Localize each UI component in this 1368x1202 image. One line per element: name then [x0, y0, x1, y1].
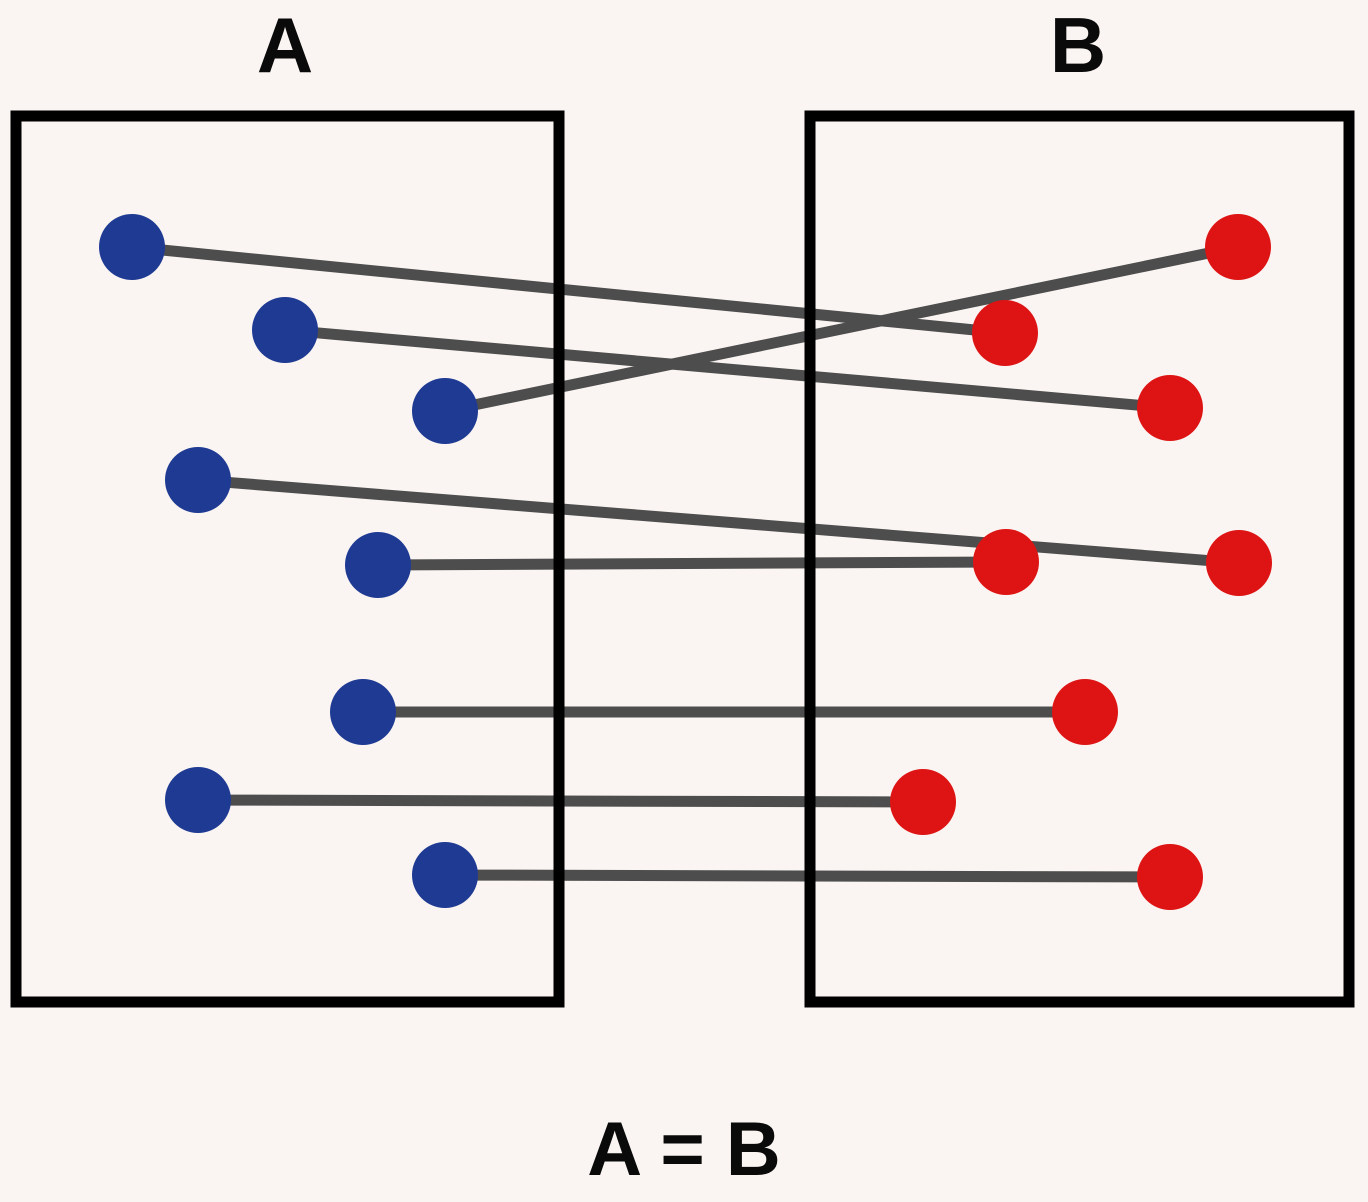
element-node-a6	[330, 679, 396, 745]
element-node-a3	[412, 378, 478, 444]
mapping-edge	[472, 247, 1211, 411]
element-node-b1	[1205, 214, 1271, 280]
element-node-b7	[890, 769, 956, 835]
element-node-a4	[165, 447, 231, 513]
caption-equation: A = B	[587, 1107, 781, 1192]
mapping-edge	[313, 327, 1142, 411]
element-node-a7	[165, 767, 231, 833]
element-node-b2	[972, 300, 1038, 366]
edges-layer	[160, 244, 1211, 883]
element-node-b8	[1137, 844, 1203, 910]
set-label-a: A	[257, 1, 313, 89]
mapping-edge	[160, 244, 977, 336]
element-node-b4	[973, 529, 1039, 595]
element-node-a2	[252, 297, 318, 363]
set-boxes-layer	[10, 110, 1355, 1008]
set-box-b	[804, 110, 1355, 1008]
set-label-b: B	[1050, 1, 1106, 89]
element-node-b6	[1052, 679, 1118, 745]
mapping-edge	[226, 476, 1211, 567]
nodes-layer	[99, 214, 1272, 910]
element-node-b3	[1137, 375, 1203, 441]
mapping-edge	[406, 556, 978, 571]
element-node-b5	[1206, 530, 1272, 596]
element-node-a8	[412, 842, 478, 908]
element-node-a1	[99, 214, 165, 280]
element-node-a5	[345, 532, 411, 598]
set-box-a	[10, 110, 565, 1008]
